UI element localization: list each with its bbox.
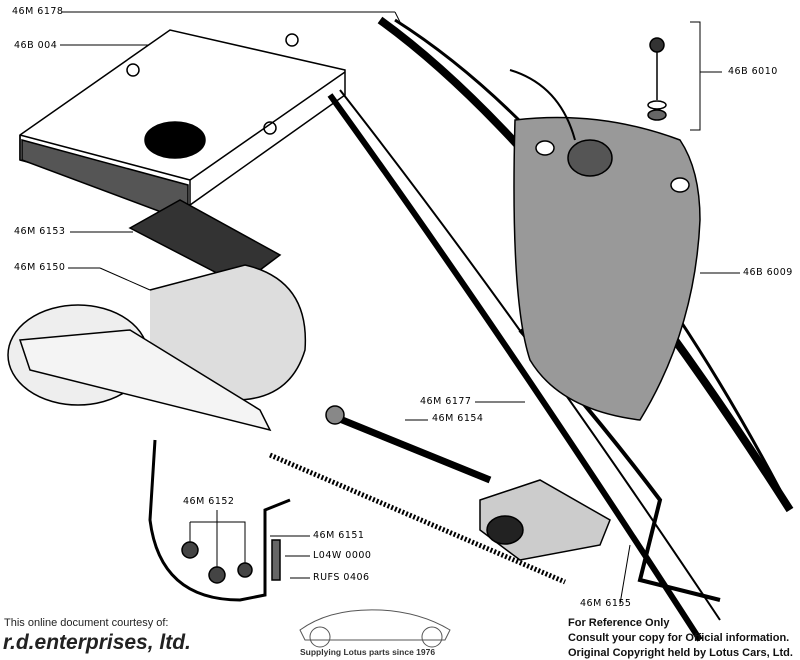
label-46m-6154: 46M 6154 [432, 413, 484, 424]
label-46m-6155: 46M 6155 [580, 598, 632, 609]
mounting-bracket [148, 439, 291, 602]
car-logo [299, 609, 451, 648]
label-46b-004: 46B 004 [14, 40, 58, 51]
leader-lines [60, 11, 740, 605]
copyright-note: Original Copyright held by Lotus Cars, L… [568, 647, 793, 659]
label-l04w-0000: L04W 0000 [313, 550, 372, 561]
consult-note: Consult your copy for Official informati… [568, 632, 790, 644]
washer-bottle [509, 69, 701, 421]
label-46m-6178: 46M 6178 [12, 6, 64, 17]
tagline: Supplying Lotus parts since 1976 [300, 647, 436, 657]
courtesy-text: This online document courtesy of: [4, 617, 169, 629]
washer-jet [647, 37, 667, 121]
wiper-motor [7, 264, 307, 432]
cover-plate [19, 29, 346, 225]
cable-tube [325, 405, 492, 484]
label-46b-6009: 46B 6009 [743, 267, 793, 278]
drive-rack [269, 452, 566, 585]
label-46m-6153: 46M 6153 [14, 226, 66, 237]
label-46m-6177: 46M 6177 [420, 396, 472, 407]
label-46m-6151: 46M 6151 [313, 530, 365, 541]
label-46b-6010: 46B 6010 [728, 66, 778, 77]
gasket [128, 199, 282, 286]
label-46m-6150: 46M 6150 [14, 262, 66, 273]
brand-logo-text: r.d.enterprises, ltd. [3, 631, 191, 654]
label-rufs-0406: RUFS 0406 [313, 572, 370, 583]
reference-note: For Reference Only [568, 617, 670, 629]
label-46m-6152: 46M 6152 [183, 496, 235, 507]
